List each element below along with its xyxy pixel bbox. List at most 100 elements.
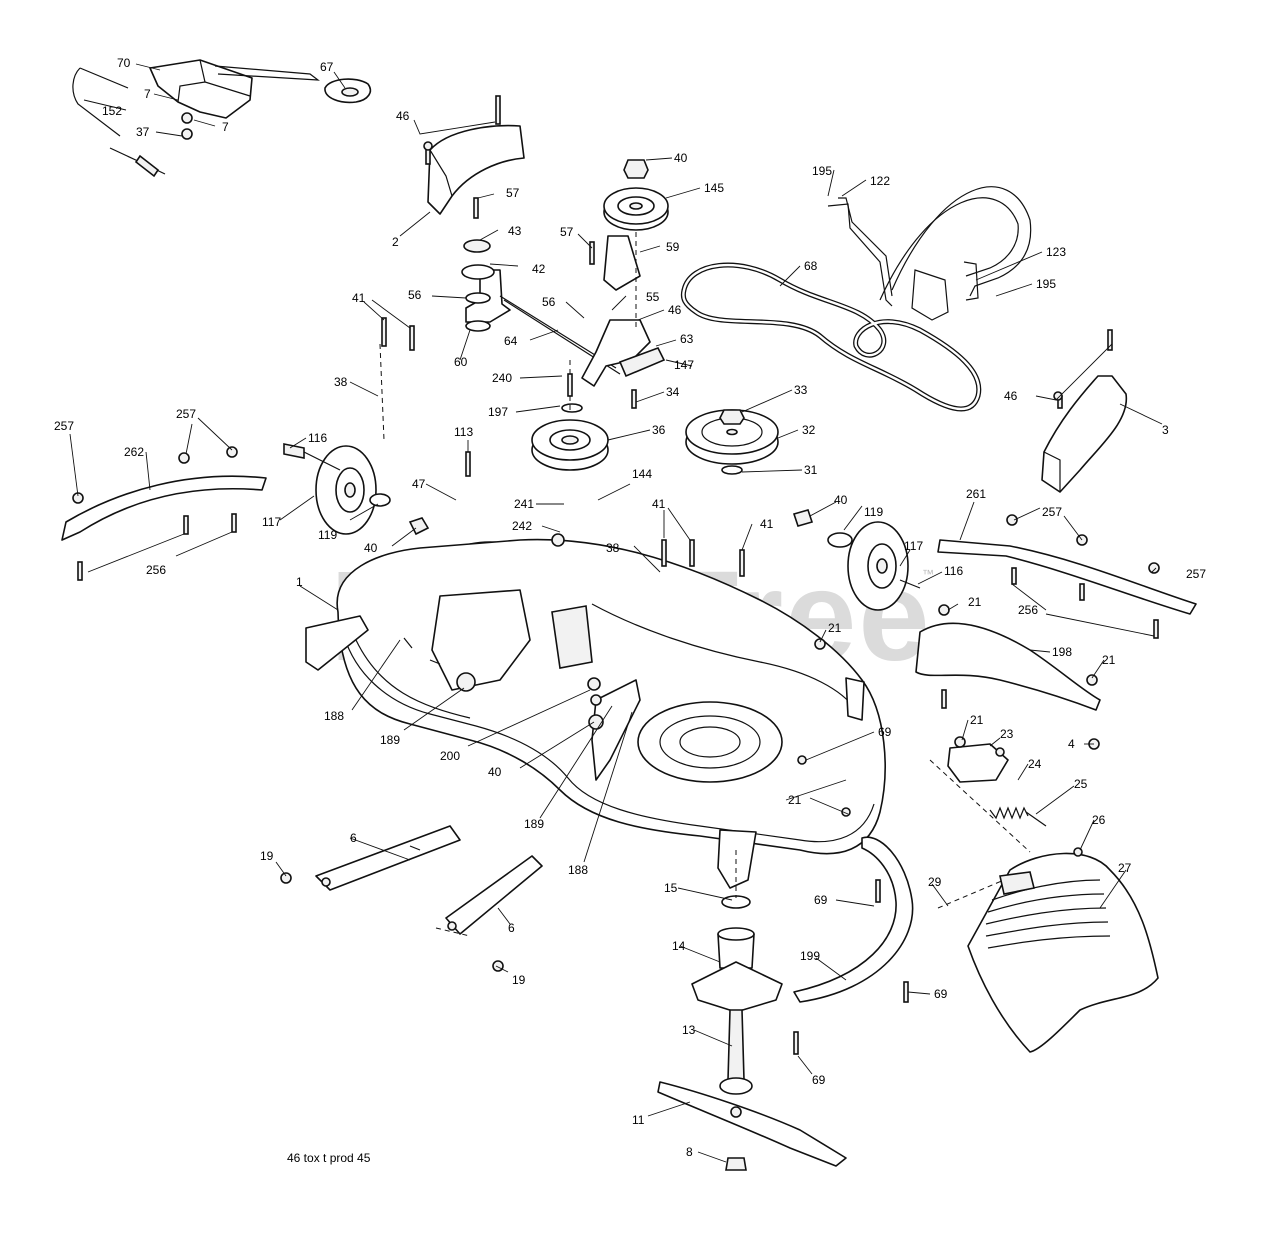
front-brace-left <box>61 475 267 541</box>
callout-47: 47 <box>412 477 426 491</box>
callout-188: 188 <box>568 863 588 877</box>
callout-27: 27 <box>1118 861 1132 875</box>
callout-37: 37 <box>136 125 150 139</box>
belt-cover-left <box>427 124 525 215</box>
leader-lines <box>69 63 1163 1163</box>
callout-198: 198 <box>1052 645 1072 659</box>
callout-123: 123 <box>1046 245 1066 259</box>
callout-64: 64 <box>504 334 518 348</box>
callout-36: 36 <box>652 423 666 437</box>
callout-119: 119 <box>318 528 337 542</box>
callout-21: 21 <box>968 595 982 609</box>
callout-19: 19 <box>512 973 526 987</box>
callout-56: 56 <box>542 295 556 309</box>
callout-24: 24 <box>1028 757 1042 771</box>
callout-257: 257 <box>1186 567 1206 581</box>
idler-pulley-145 <box>603 159 669 231</box>
callout-3: 3 <box>1162 423 1169 437</box>
callout-256: 256 <box>146 563 166 577</box>
callout-6: 6 <box>350 831 357 845</box>
callout-1: 1 <box>296 575 303 589</box>
callout-25: 25 <box>1074 777 1088 791</box>
callout-188: 188 <box>324 709 344 723</box>
callout-38: 38 <box>334 375 348 389</box>
idler-arm-assembly <box>461 235 666 387</box>
callout-15: 15 <box>664 881 678 895</box>
callout-69: 69 <box>934 987 948 1001</box>
hinge-bracket-23 <box>947 743 1009 783</box>
gauge-wheel-right <box>792 509 921 611</box>
callout-13: 13 <box>682 1023 696 1037</box>
callout-34: 34 <box>666 385 680 399</box>
callout-119: 119 <box>864 505 883 519</box>
callout-257: 257 <box>1042 505 1062 519</box>
callout-189: 189 <box>380 733 400 747</box>
callout-195: 195 <box>812 164 832 178</box>
callout-242: 242 <box>512 519 532 533</box>
callout-26: 26 <box>1092 813 1106 827</box>
callout-240: 240 <box>492 371 512 385</box>
callout-69: 69 <box>878 725 892 739</box>
idler-pulley-36 <box>531 403 609 471</box>
callout-7: 7 <box>222 120 229 134</box>
callout-33: 33 <box>794 383 808 397</box>
callout-113: 113 <box>454 425 473 439</box>
callout-195: 195 <box>1036 277 1056 291</box>
baffle-198 <box>915 622 1101 711</box>
callout-14: 14 <box>672 939 686 953</box>
callout-8: 8 <box>686 1145 693 1159</box>
callout-19: 19 <box>260 849 274 863</box>
callout-32: 32 <box>802 423 816 437</box>
callout-70: 70 <box>117 56 131 70</box>
bolts <box>72 95 1160 1055</box>
callout-257: 257 <box>54 419 74 433</box>
callout-200: 200 <box>440 749 460 763</box>
mower-blade <box>657 1081 847 1171</box>
callout-57: 57 <box>506 186 520 200</box>
callout-144: 144 <box>632 467 652 481</box>
callout-4: 4 <box>1068 737 1075 751</box>
callout-63: 63 <box>680 332 694 346</box>
callout-189: 189 <box>524 817 544 831</box>
callout-40: 40 <box>834 493 848 507</box>
callout-152: 152 <box>102 104 122 118</box>
callout-57: 57 <box>560 225 574 239</box>
drive-belt <box>680 262 982 412</box>
callout-197: 197 <box>488 405 508 419</box>
footer-note: 46 tox t prod 45 <box>287 1151 371 1165</box>
callout-21: 21 <box>788 793 802 807</box>
guide-lines <box>379 232 1031 937</box>
mower-deck-shell <box>305 533 886 889</box>
lift-linkage-assembly <box>72 59 372 178</box>
callout-23: 23 <box>1000 727 1014 741</box>
callout-67: 67 <box>320 60 334 74</box>
callout-40: 40 <box>488 765 502 779</box>
callout-41: 41 <box>652 497 666 511</box>
callout-43: 43 <box>508 224 522 238</box>
front-brace-right <box>937 539 1197 615</box>
callout-21: 21 <box>1102 653 1116 667</box>
callout-117: 117 <box>262 515 281 529</box>
callout-40: 40 <box>674 151 688 165</box>
callout-262: 262 <box>124 445 144 459</box>
callout-7: 7 <box>144 87 151 101</box>
callout-257: 257 <box>176 407 196 421</box>
gauge-wheel-left <box>283 443 430 536</box>
callout-69: 69 <box>812 1073 826 1087</box>
callout-labels: 70 67 7 152 7 37 46 2 40 145 57 43 57 59… <box>54 56 1206 1159</box>
drive-pulley-32 <box>685 409 779 475</box>
deck-hanger-lower <box>445 855 543 935</box>
spindle-housing <box>691 895 783 1095</box>
callout-46: 46 <box>668 303 682 317</box>
callout-40: 40 <box>364 541 378 555</box>
callout-31: 31 <box>804 463 818 477</box>
callout-59: 59 <box>666 240 680 254</box>
callout-41: 41 <box>352 291 366 305</box>
callout-241: 241 <box>514 497 534 511</box>
callout-122: 122 <box>870 174 890 188</box>
spring-25 <box>989 806 1047 827</box>
callout-60: 60 <box>454 355 468 369</box>
baffle-199 <box>793 836 914 1003</box>
callout-256: 256 <box>1018 603 1038 617</box>
